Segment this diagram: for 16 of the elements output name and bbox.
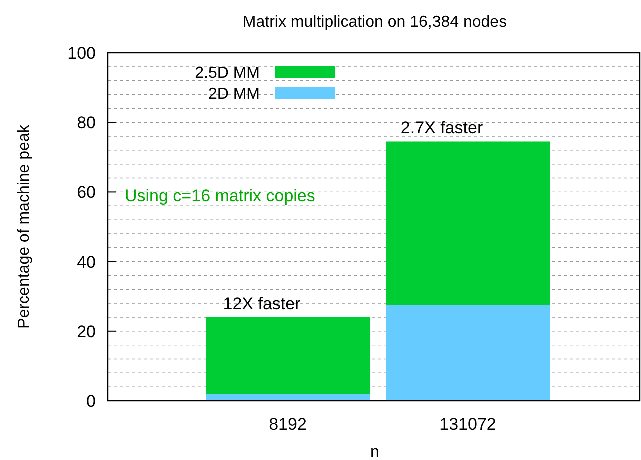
legend-label: 2D MM: [208, 86, 260, 103]
legend-label: 2.5D MM: [195, 65, 260, 82]
annotation: 12X faster: [223, 294, 301, 314]
tick-label: 8192: [269, 415, 307, 434]
tick-label: 100: [68, 44, 96, 63]
tick-label: 80: [77, 114, 96, 133]
axis-title: Percentage of machine peak: [16, 125, 33, 329]
tick-label: 0: [86, 392, 96, 411]
chart-title: Matrix multiplication on 16,384 nodes: [242, 14, 508, 31]
annotation: Using c=16 matrix copies: [125, 186, 316, 206]
annotation: 2.7X faster: [400, 118, 484, 138]
tick-label: 40: [77, 252, 96, 272]
axis-title: n: [370, 444, 380, 460]
tick-label: 60: [77, 183, 96, 202]
tick-label: 131072: [440, 415, 496, 434]
tick-label: 20: [77, 322, 96, 342]
